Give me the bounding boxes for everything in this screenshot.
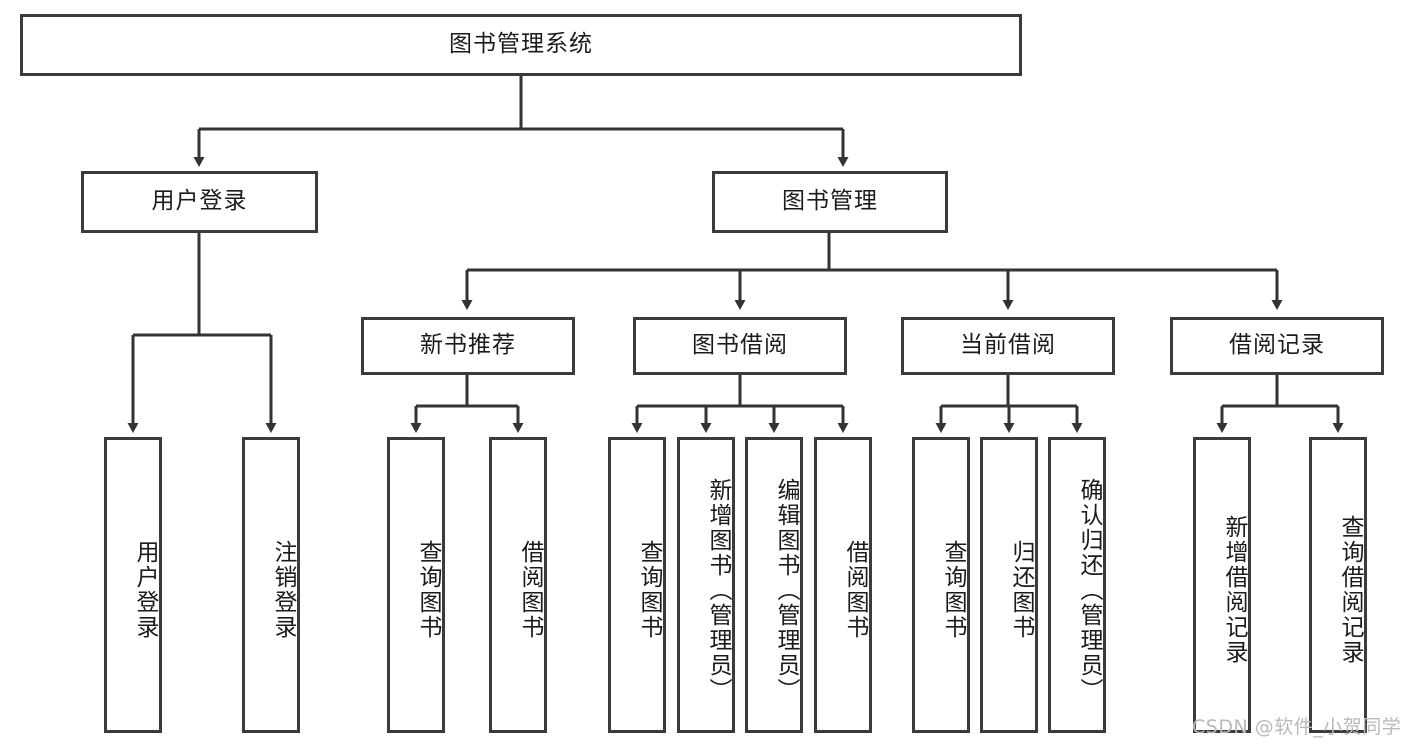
node-leaf-edit-book[interactable]: 编辑图书（管理员） xyxy=(745,437,803,733)
node-new-book-recommend-label: 新书推荐 xyxy=(420,332,516,359)
node-leaf-return-book-label: 归还图书 xyxy=(1008,540,1034,640)
node-leaf-edit-book-label: 编辑图书（管理员） xyxy=(773,477,799,703)
node-leaf-query-record[interactable]: 查询借阅记录 xyxy=(1309,437,1367,733)
node-leaf-borrow-book-2[interactable]: 借阅图书 xyxy=(814,437,872,733)
node-leaf-return-book[interactable]: 归还图书 xyxy=(980,437,1038,733)
node-leaf-query-book-3[interactable]: 查询图书 xyxy=(912,437,970,733)
node-leaf-borrow-book-1[interactable]: 借阅图书 xyxy=(489,437,547,733)
node-leaf-add-book[interactable]: 新增图书（管理员） xyxy=(677,437,735,733)
node-leaf-confirm-return[interactable]: 确认归还（管理员） xyxy=(1048,437,1106,733)
node-leaf-query-book-1-label: 查询图书 xyxy=(415,540,441,640)
node-leaf-query-book-2[interactable]: 查询图书 xyxy=(608,437,666,733)
node-book-borrow[interactable]: 图书借阅 xyxy=(633,317,847,375)
node-leaf-query-record-label: 查询借阅记录 xyxy=(1337,515,1363,665)
node-current-borrow-label: 当前借阅 xyxy=(960,332,1056,359)
node-borrow-record-label: 借阅记录 xyxy=(1229,332,1325,359)
node-book-borrow-label: 图书借阅 xyxy=(692,332,788,359)
node-leaf-query-book-2-label: 查询图书 xyxy=(636,540,662,640)
node-leaf-add-record-label: 新增借阅记录 xyxy=(1221,515,1247,665)
node-leaf-query-book-3-label: 查询图书 xyxy=(940,540,966,640)
node-leaf-add-book-label: 新增图书（管理员） xyxy=(705,477,731,703)
node-book-manage-label: 图书管理 xyxy=(782,188,878,215)
watermark-text: CSDN @软件_小贺同学 xyxy=(1192,716,1402,738)
node-new-book-recommend[interactable]: 新书推荐 xyxy=(361,317,575,375)
node-leaf-confirm-return-label: 确认归还（管理员） xyxy=(1076,477,1102,703)
node-user-login-label: 用户登录 xyxy=(151,188,248,215)
node-leaf-user-login-label: 用户登录 xyxy=(132,540,158,640)
node-root-label: 图书管理系统 xyxy=(449,31,593,58)
node-leaf-query-book-1[interactable]: 查询图书 xyxy=(387,437,445,733)
node-root[interactable]: 图书管理系统 xyxy=(20,14,1022,76)
node-leaf-user-login[interactable]: 用户登录 xyxy=(104,437,162,733)
node-leaf-logout[interactable]: 注销登录 xyxy=(242,437,300,733)
node-user-login[interactable]: 用户登录 xyxy=(81,171,318,233)
node-leaf-add-record[interactable]: 新增借阅记录 xyxy=(1193,437,1251,733)
node-leaf-borrow-book-1-label: 借阅图书 xyxy=(517,540,543,640)
node-leaf-logout-label: 注销登录 xyxy=(270,540,296,640)
node-borrow-record[interactable]: 借阅记录 xyxy=(1170,317,1384,375)
node-leaf-borrow-book-2-label: 借阅图书 xyxy=(842,540,868,640)
node-book-manage[interactable]: 图书管理 xyxy=(712,171,948,233)
node-current-borrow[interactable]: 当前借阅 xyxy=(901,317,1115,375)
